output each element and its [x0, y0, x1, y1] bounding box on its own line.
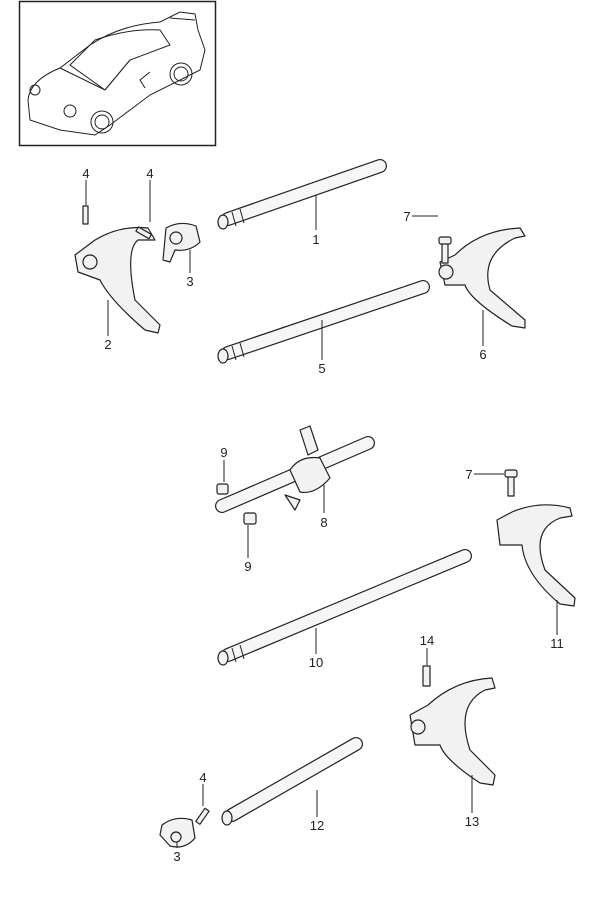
bushing-9-lower[interactable]: [243, 512, 257, 525]
vehicle-thumbnail[interactable]: [18, 0, 217, 147]
callout-4: 4: [199, 770, 206, 785]
bolt-7-lower[interactable]: [504, 469, 518, 497]
callout-2: 2: [104, 337, 111, 352]
shift-fork-13[interactable]: [409, 677, 496, 786]
pin-4-a[interactable]: [82, 205, 89, 225]
shift-fork-11[interactable]: [496, 504, 576, 607]
callout-12: 12: [310, 818, 324, 833]
bushing-9-upper[interactable]: [216, 483, 229, 495]
leader-lines: [85, 180, 558, 848]
callout-13: 13: [465, 814, 479, 829]
callout-1: 1: [312, 232, 319, 247]
callout-4: 4: [146, 166, 153, 181]
shaft-5[interactable]: [217, 280, 430, 364]
detent-block-3-upper[interactable]: [162, 222, 201, 263]
callout-14: 14: [420, 633, 434, 648]
bolt-7-upper[interactable]: [438, 236, 452, 264]
shaft-8[interactable]: [215, 425, 375, 513]
detent-block-3-lower[interactable]: [159, 817, 196, 848]
callout-7: 7: [403, 209, 410, 224]
callout-4: 4: [82, 166, 89, 181]
callout-8: 8: [320, 515, 327, 530]
shaft-1[interactable]: [217, 159, 387, 230]
pin-4-c[interactable]: [195, 807, 210, 825]
callout-6: 6: [479, 347, 486, 362]
callout-10: 10: [309, 655, 323, 670]
callout-3: 3: [186, 274, 193, 289]
callout-11: 11: [550, 636, 564, 651]
callout-3: 3: [173, 849, 180, 864]
shaft-12[interactable]: [221, 737, 363, 826]
spring-14[interactable]: [422, 665, 431, 687]
callout-9: 9: [244, 559, 251, 574]
shift-fork-6[interactable]: [438, 227, 526, 329]
callout-5: 5: [318, 361, 325, 376]
shift-fork-2[interactable]: [74, 226, 161, 334]
callout-7: 7: [465, 467, 472, 482]
shaft-10[interactable]: [217, 549, 472, 666]
pin-4-b[interactable]: [135, 226, 153, 240]
callout-9: 9: [220, 445, 227, 460]
